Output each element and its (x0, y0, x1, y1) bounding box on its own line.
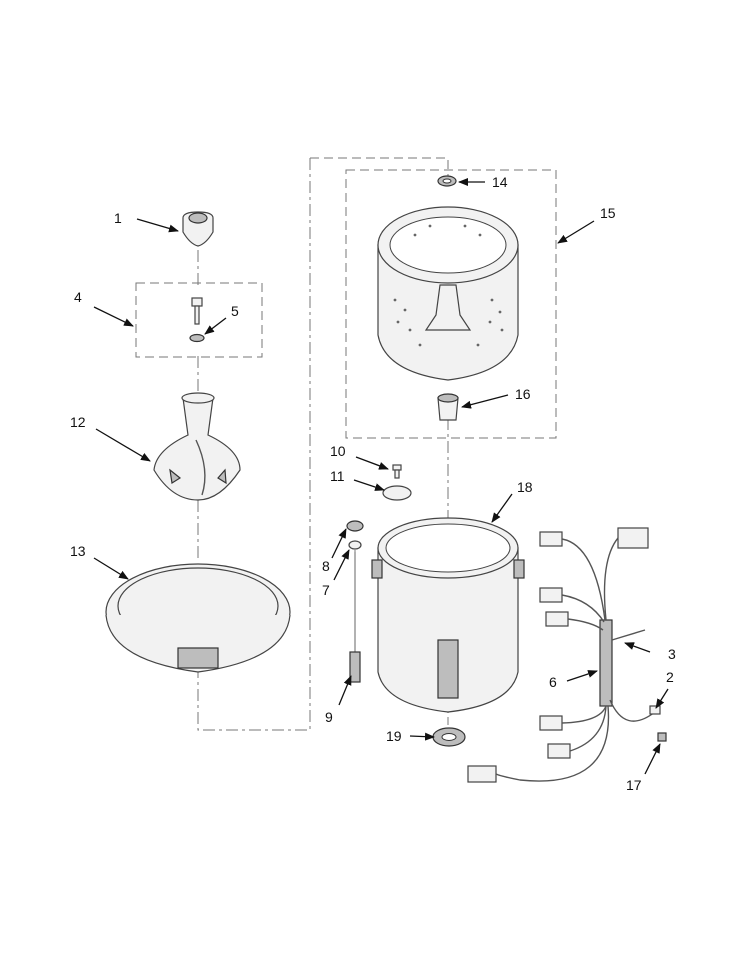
group-box-4 (135, 282, 263, 358)
callout-16: 16 (515, 386, 531, 402)
agitator-cap (182, 211, 214, 247)
wash-basket (377, 206, 519, 381)
callout-labels: 1 2 3 4 5 6 7 8 9 10 11 12 13 14 15 16 1… (70, 174, 676, 793)
callout-4: 4 (74, 289, 82, 305)
tub-plate (382, 485, 412, 501)
basket-hub (437, 393, 459, 421)
callout-14: 14 (492, 174, 508, 190)
callout-6: 6 (549, 674, 557, 690)
tub-seal (432, 727, 466, 747)
balance-ring (105, 563, 291, 673)
callout-17: 17 (626, 777, 642, 793)
agitator (153, 392, 241, 501)
callout-7: 7 (322, 582, 330, 598)
pump-parts (346, 520, 364, 683)
callout-18: 18 (517, 479, 533, 495)
callout-19: 19 (386, 728, 402, 744)
callout-10: 10 (330, 443, 346, 459)
basket-perforations (393, 224, 504, 347)
wire-harness (467, 527, 667, 783)
outer-tub (371, 517, 525, 713)
agitator-bolt (189, 297, 205, 343)
callout-12: 12 (70, 414, 86, 430)
callout-15: 15 (600, 205, 616, 221)
callout-1: 1 (114, 210, 122, 226)
callout-11: 11 (330, 468, 345, 484)
callout-8: 8 (322, 558, 330, 574)
callout-9: 9 (325, 709, 333, 725)
group-box-15 (345, 169, 557, 439)
callout-5: 5 (231, 303, 239, 319)
tub-screw (392, 464, 402, 479)
tub-seal-ring (437, 175, 457, 187)
leader-lines (93, 178, 669, 775)
callout-2: 2 (666, 669, 674, 685)
callout-3: 3 (668, 646, 676, 662)
callout-13: 13 (70, 543, 86, 559)
